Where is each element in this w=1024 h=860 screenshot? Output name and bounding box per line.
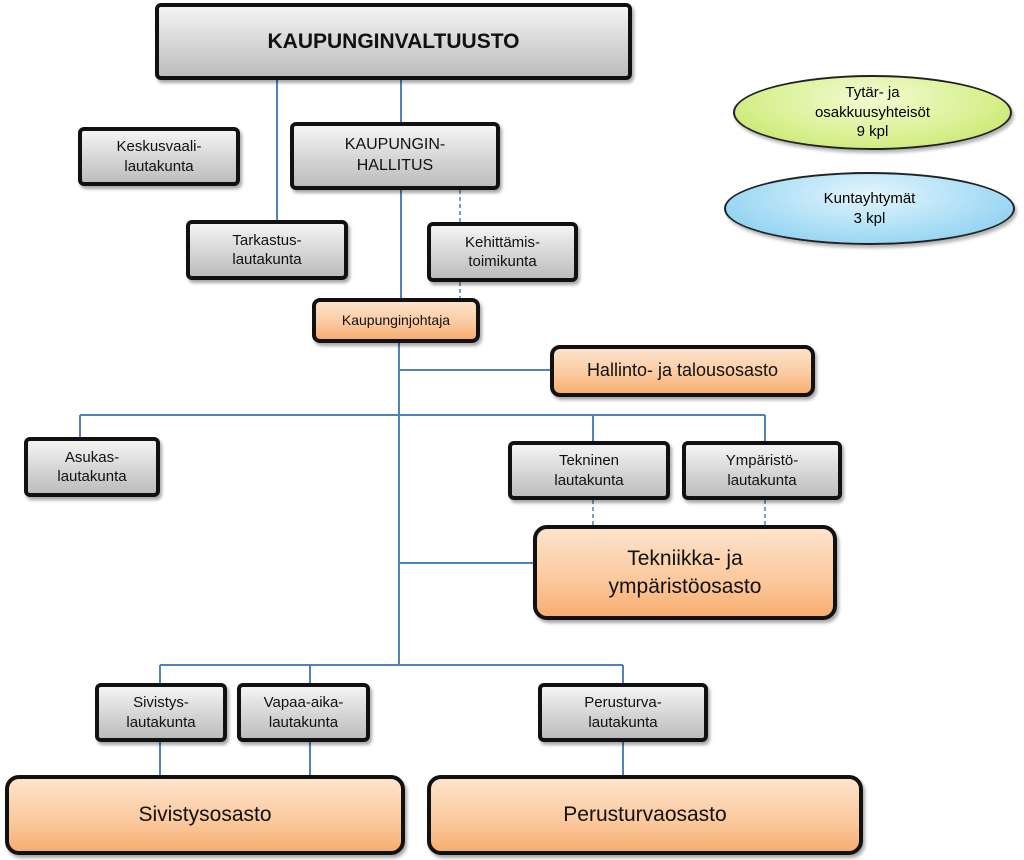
node-perusturvalautakunta: Perusturva- lautakunta <box>538 683 708 742</box>
node-perusturvaosasto: Perusturvaosasto <box>427 775 863 855</box>
node-tekninen-lautakunta: Tekninen lautakunta <box>508 441 670 500</box>
ellipse-tytar-ja-osakkuusyhteisot: Tytär- ja osakkuusyhteisöt 9 kpl <box>733 75 1012 150</box>
node-ymparistolautakunta: Ympäristö- lautakunta <box>682 441 842 500</box>
node-kaupunginvaltuusto: KAUPUNGINVALTUUSTO <box>155 3 632 80</box>
ellipse-kuntayhtymat: Kuntayhtymät 3 kpl <box>724 172 1015 245</box>
node-hallinto-ja-talousosasto: Hallinto- ja talousosasto <box>550 345 815 397</box>
node-keskusvaalilautakunta: Keskusvaali- lautakunta <box>78 127 240 186</box>
node-vapaa-aikalautakunta: Vapaa-aika- lautakunta <box>237 683 370 742</box>
node-sivistyslautakunta: Sivistys- lautakunta <box>95 683 227 742</box>
node-kaupunginhallitus: KAUPUNGIN- HALLITUS <box>290 122 500 190</box>
node-tekniikka-ja-ymparistoosasto: Tekniikka- ja ympäristöosasto <box>533 525 837 620</box>
node-kehittamistoimikunta: Kehittämis- toimikunta <box>427 222 578 282</box>
node-asukaslautakunta: Asukas- lautakunta <box>24 437 160 497</box>
node-sivistysosasto: Sivistysosasto <box>5 775 405 855</box>
node-kaupunginjohtaja: Kaupunginjohtaja <box>312 298 480 343</box>
node-tarkastuslautakunta: Tarkastus- lautakunta <box>186 220 348 280</box>
